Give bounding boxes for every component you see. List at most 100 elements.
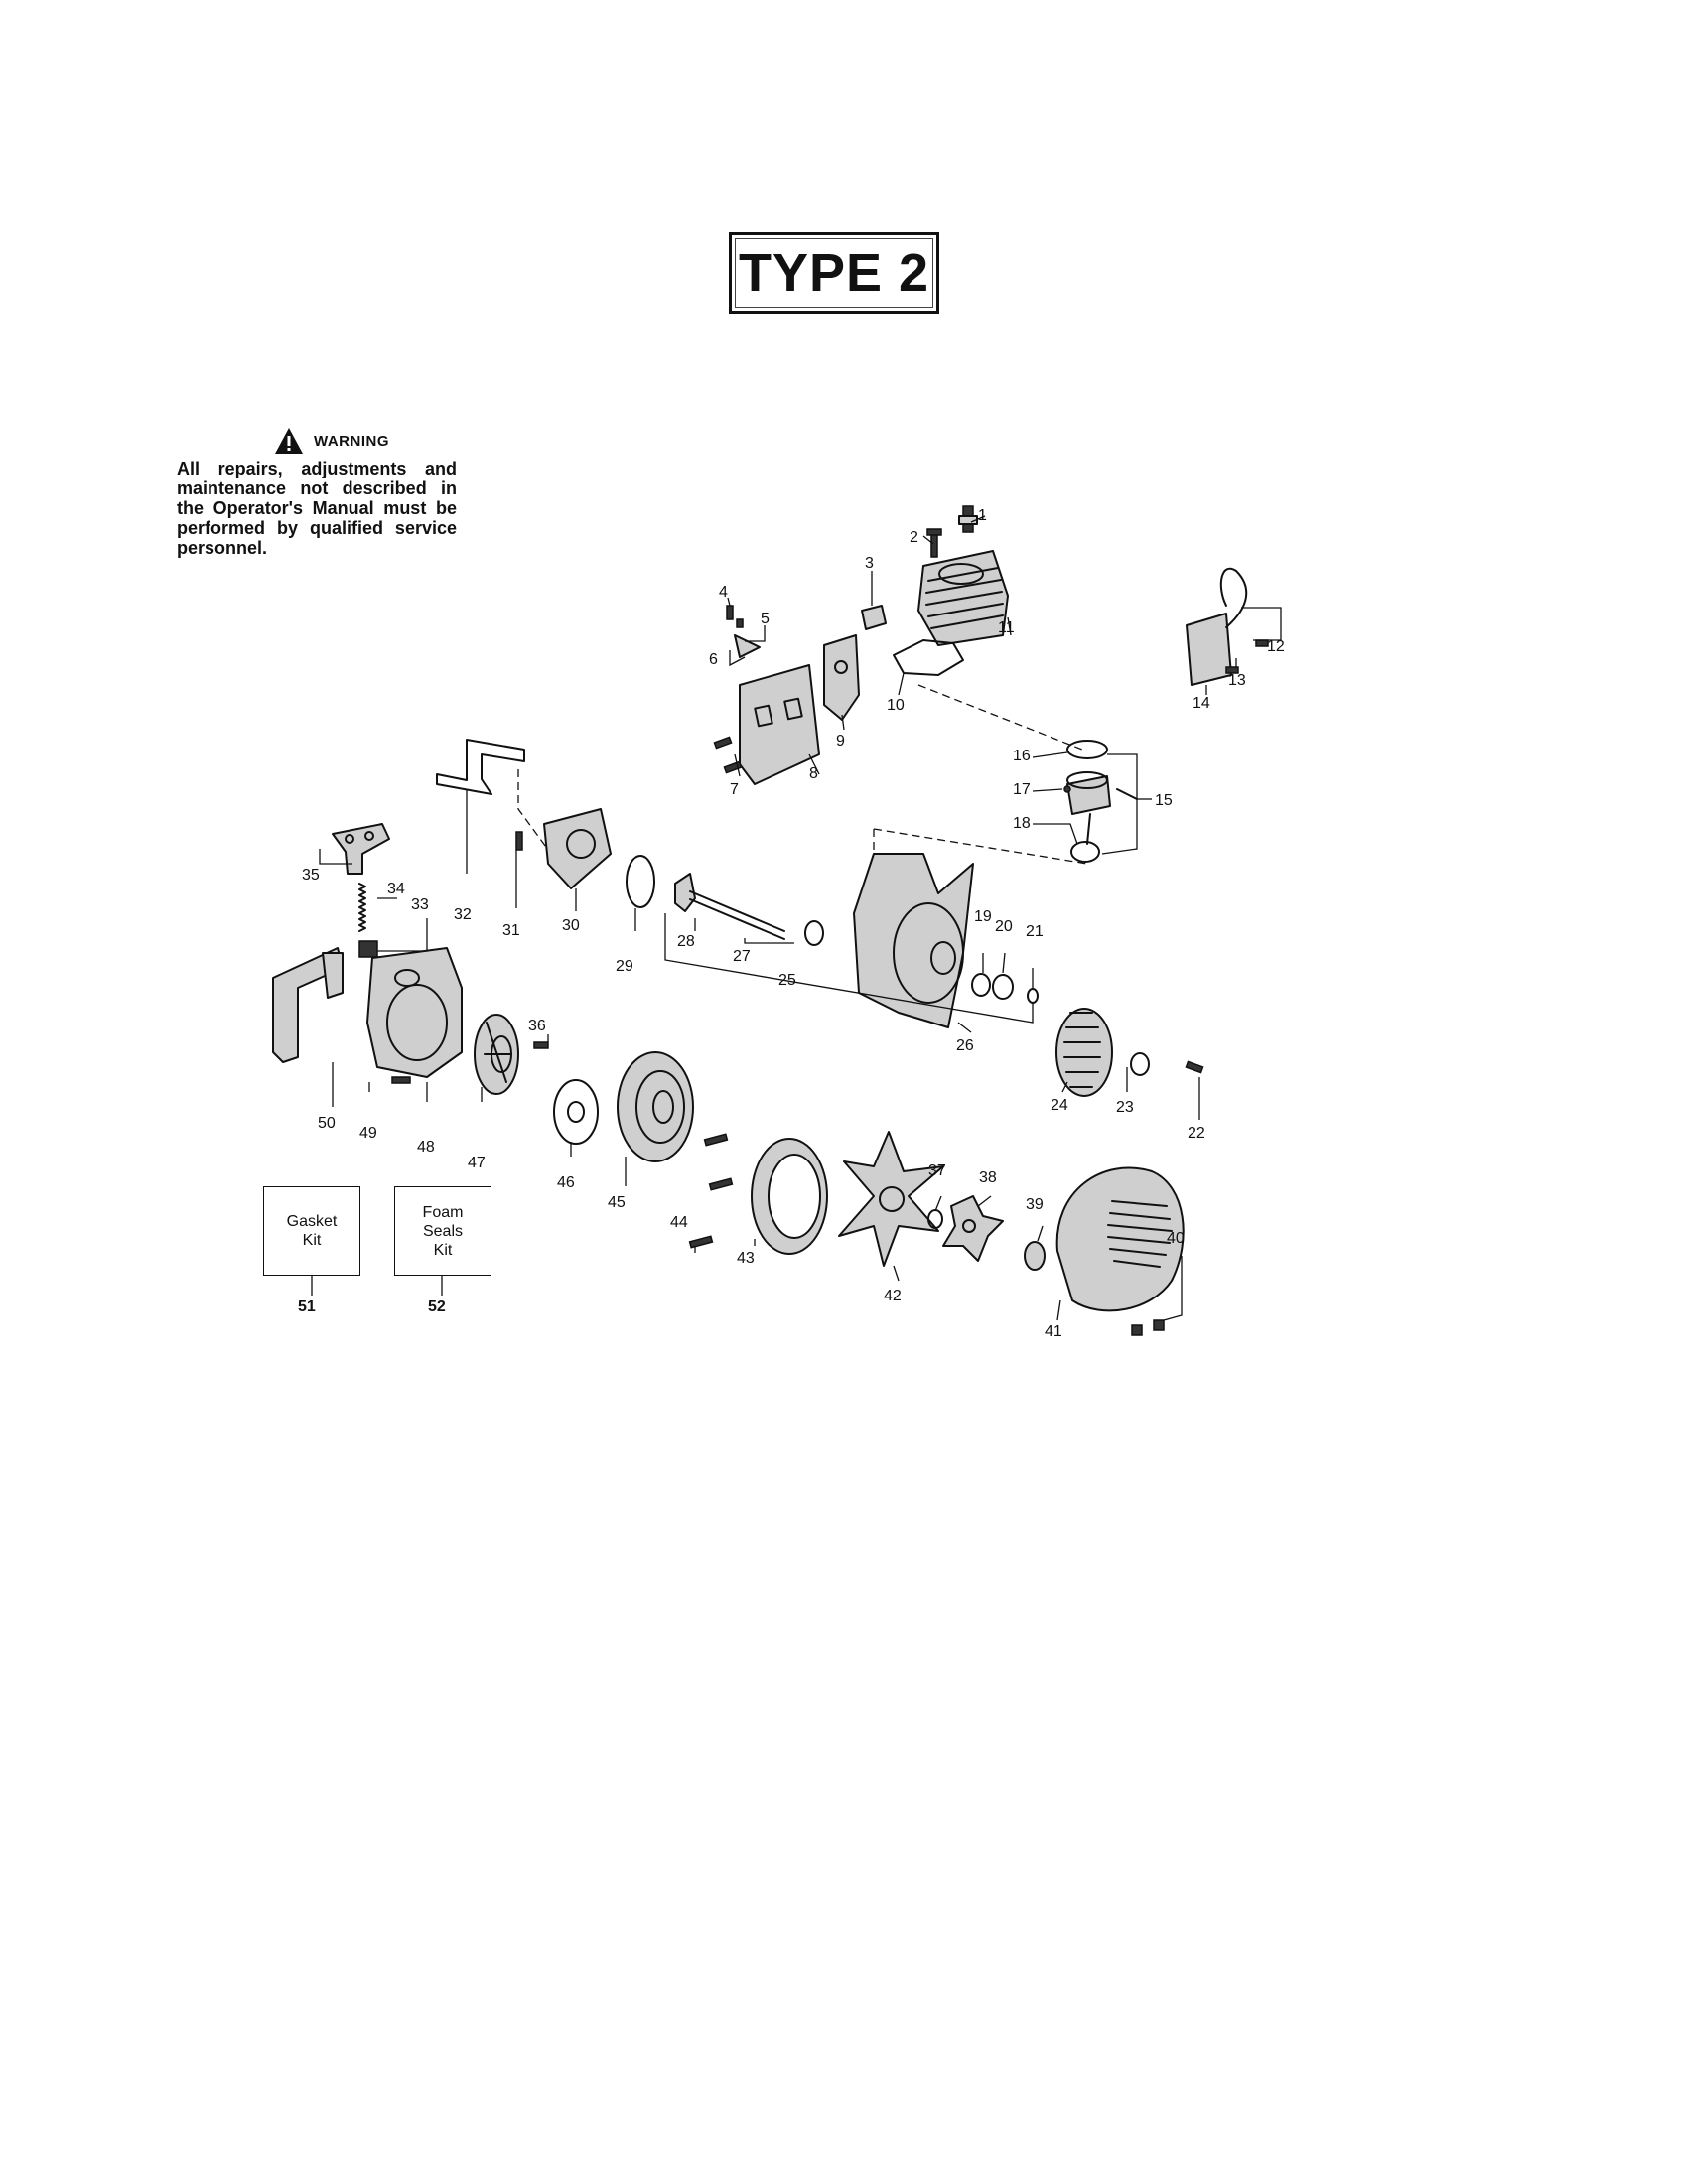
part-label-34: 34: [387, 881, 405, 897]
gasket-kit-number: 51: [298, 1298, 316, 1315]
part-number-labels: 1 2 3 4 5 6 7 8 9 10 11 12 13 14 15 16 1…: [302, 507, 1285, 1340]
part-label-44: 44: [670, 1214, 688, 1231]
part-label-39: 39: [1026, 1196, 1044, 1213]
screw-part-36: [533, 1041, 549, 1049]
part-label-8: 8: [809, 765, 818, 782]
part-label-31: 31: [502, 922, 520, 939]
part-label-41: 41: [1045, 1323, 1062, 1340]
part-label-13: 13: [1228, 672, 1246, 689]
carburetor-part: [543, 808, 612, 889]
warning-title: WARNING: [314, 432, 389, 450]
screw-part-49: [391, 1076, 411, 1084]
warning-header: WARNING: [274, 427, 457, 455]
o-ring-part: [626, 855, 655, 908]
part-label-18: 18: [1013, 815, 1031, 832]
plug-part-3: [861, 605, 887, 630]
part-label-12: 12: [1267, 638, 1285, 655]
part-label-1: 1: [978, 507, 987, 524]
foam-seals-kit-number: 52: [428, 1298, 446, 1315]
part-label-40: 40: [1167, 1230, 1185, 1247]
part-label-4: 4: [719, 584, 728, 601]
screw-part-2: [926, 528, 942, 558]
part-label-2: 2: [910, 529, 918, 546]
part-label-38: 38: [979, 1169, 997, 1186]
recoil-starter-part: [617, 1051, 694, 1162]
washer-part-46: [553, 1079, 599, 1145]
part-label-29: 29: [616, 958, 633, 975]
part-label-37: 37: [928, 1162, 946, 1179]
part-label-6: 6: [709, 651, 718, 668]
part-label-32: 32: [454, 906, 472, 923]
part-label-46: 46: [557, 1174, 575, 1191]
part-label-17: 17: [1013, 781, 1031, 798]
foam-seals-kit-box: Foam Seals Kit: [394, 1186, 491, 1276]
part-label-49: 49: [359, 1125, 377, 1142]
foam-seals-kit-label-line3: Kit: [433, 1241, 453, 1259]
screw-part-31: [515, 831, 523, 851]
part-label-35: 35: [302, 867, 320, 884]
part-label-48: 48: [417, 1139, 435, 1156]
key-part-22: [1185, 1060, 1204, 1074]
spring-part-34: [358, 883, 366, 932]
part-label-20: 20: [995, 918, 1013, 935]
part-label-23: 23: [1116, 1099, 1134, 1116]
bearing-part-20: [992, 974, 1014, 1000]
part-label-14: 14: [1193, 695, 1210, 712]
guide-line-handle: [517, 769, 552, 855]
part-label-15: 15: [1155, 792, 1173, 809]
housing-part-48: [366, 947, 463, 1078]
bushing-part-39: [1024, 1241, 1046, 1271]
leader-lines: [319, 515, 1282, 1321]
flywheel-part: [1055, 1008, 1113, 1097]
ignition-module-part: [1186, 567, 1269, 686]
handle-part-50: [272, 947, 344, 1063]
part-label-28: 28: [677, 933, 695, 950]
primer-handle-part: [332, 823, 390, 875]
part-label-42: 42: [884, 1288, 902, 1304]
gasket-kit-label-line2: Kit: [302, 1232, 322, 1249]
handle-bracket-part: [436, 739, 525, 795]
washer-part-23: [1130, 1052, 1150, 1076]
foam-seals-kit-label-line1: Foam: [422, 1203, 464, 1221]
part-label-16: 16: [1013, 748, 1031, 764]
ring-part-43: [751, 1138, 828, 1255]
warning-notice: WARNING All repairs, adjustments and mai…: [177, 427, 457, 558]
crankshaft-part: [674, 873, 824, 946]
part-label-24: 24: [1051, 1097, 1068, 1114]
part-label-9: 9: [836, 733, 845, 750]
impeller-fan-part: [838, 1131, 944, 1267]
warning-text: All repairs, adjustments and maintenance…: [177, 459, 457, 558]
part-label-5: 5: [761, 611, 770, 627]
part-label-26: 26: [956, 1037, 974, 1054]
part-label-11: 11: [998, 619, 1015, 636]
part-label-45: 45: [608, 1194, 626, 1211]
part-label-19: 19: [974, 908, 992, 925]
fan-cover-part: [1055, 1166, 1185, 1312]
gasket-kit-box: Gasket Kit: [263, 1186, 360, 1276]
type-label-box: TYPE 2: [729, 232, 939, 314]
part-label-36: 36: [528, 1018, 546, 1034]
plug-part-33: [358, 940, 378, 958]
part-label-22: 22: [1188, 1125, 1205, 1142]
starter-pulley-part: [474, 1014, 519, 1095]
part-label-7: 7: [730, 781, 739, 798]
gasket-kit-label-line1: Gasket: [286, 1213, 338, 1230]
screws-part-44: [688, 1133, 734, 1249]
crankcase-part: [853, 853, 974, 1028]
part-label-25: 25: [778, 972, 796, 989]
muffler-part: [739, 664, 820, 785]
guide-line-piston: [873, 828, 1088, 865]
part-label-50: 50: [318, 1115, 336, 1132]
screws-part-40: [1131, 1319, 1165, 1336]
part-label-33: 33: [411, 896, 429, 913]
part-label-47: 47: [468, 1155, 486, 1171]
piston-assembly-part: [1063, 740, 1138, 863]
heat-shield-part: [823, 634, 860, 721]
warning-triangle-icon: [275, 428, 303, 454]
part-label-27: 27: [733, 948, 751, 965]
guide-line-cylinder: [917, 684, 1083, 751]
part-label-3: 3: [865, 555, 874, 572]
part-label-21: 21: [1026, 923, 1044, 940]
cylinder-part: [917, 550, 1009, 646]
